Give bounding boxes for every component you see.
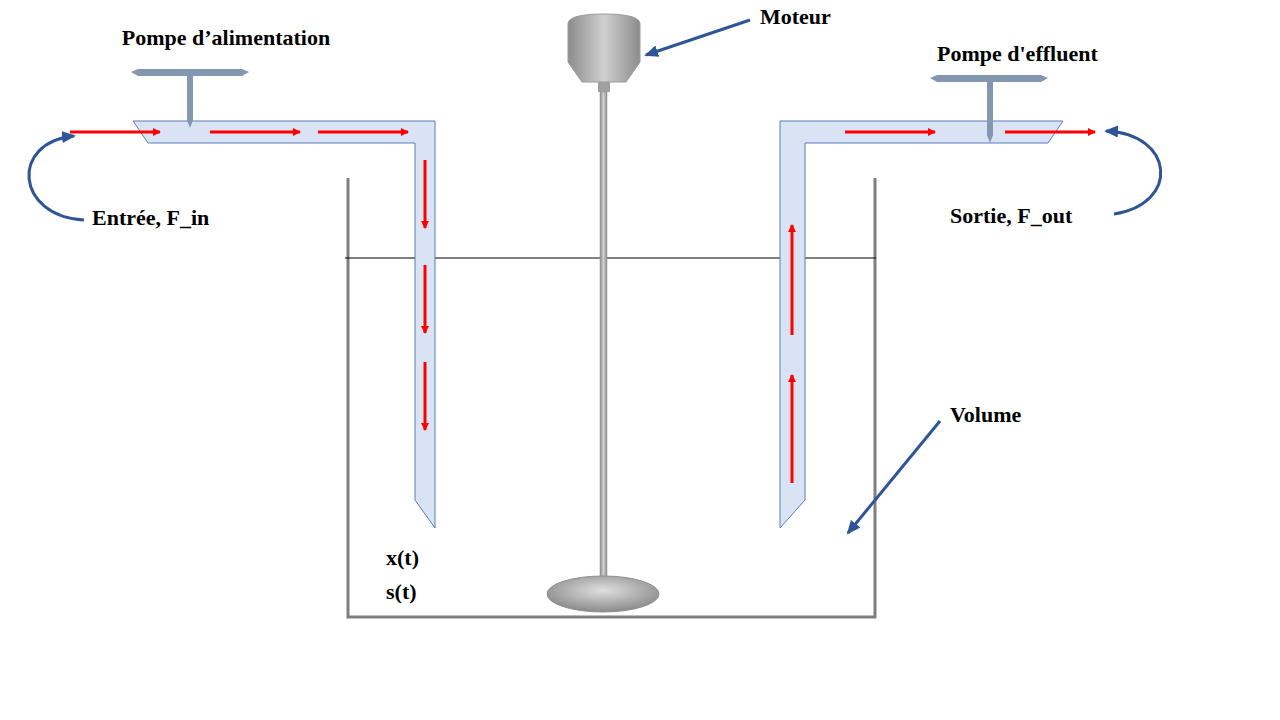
volume-label: Volume (950, 402, 1021, 427)
impeller (547, 576, 659, 612)
pump-label: Pompe d’alimentation (122, 25, 330, 50)
flow-arrows (70, 132, 1095, 483)
motor-label: Moteur (760, 4, 831, 29)
outlet-label: Sortie, F_out (950, 203, 1072, 228)
feed-pump (131, 69, 249, 128)
inlet-label: Entrée, F_in (92, 205, 209, 230)
callout-leaders (29, 20, 1161, 533)
outlet-pipe (780, 121, 1063, 528)
pump-label: Pompe d'effluent (937, 41, 1098, 66)
variable-label: s(t) (386, 579, 417, 604)
stirrer-shaft (600, 92, 607, 580)
motor (568, 14, 640, 92)
inlet-pipe (133, 121, 435, 528)
variable-label: x(t) (386, 545, 419, 570)
